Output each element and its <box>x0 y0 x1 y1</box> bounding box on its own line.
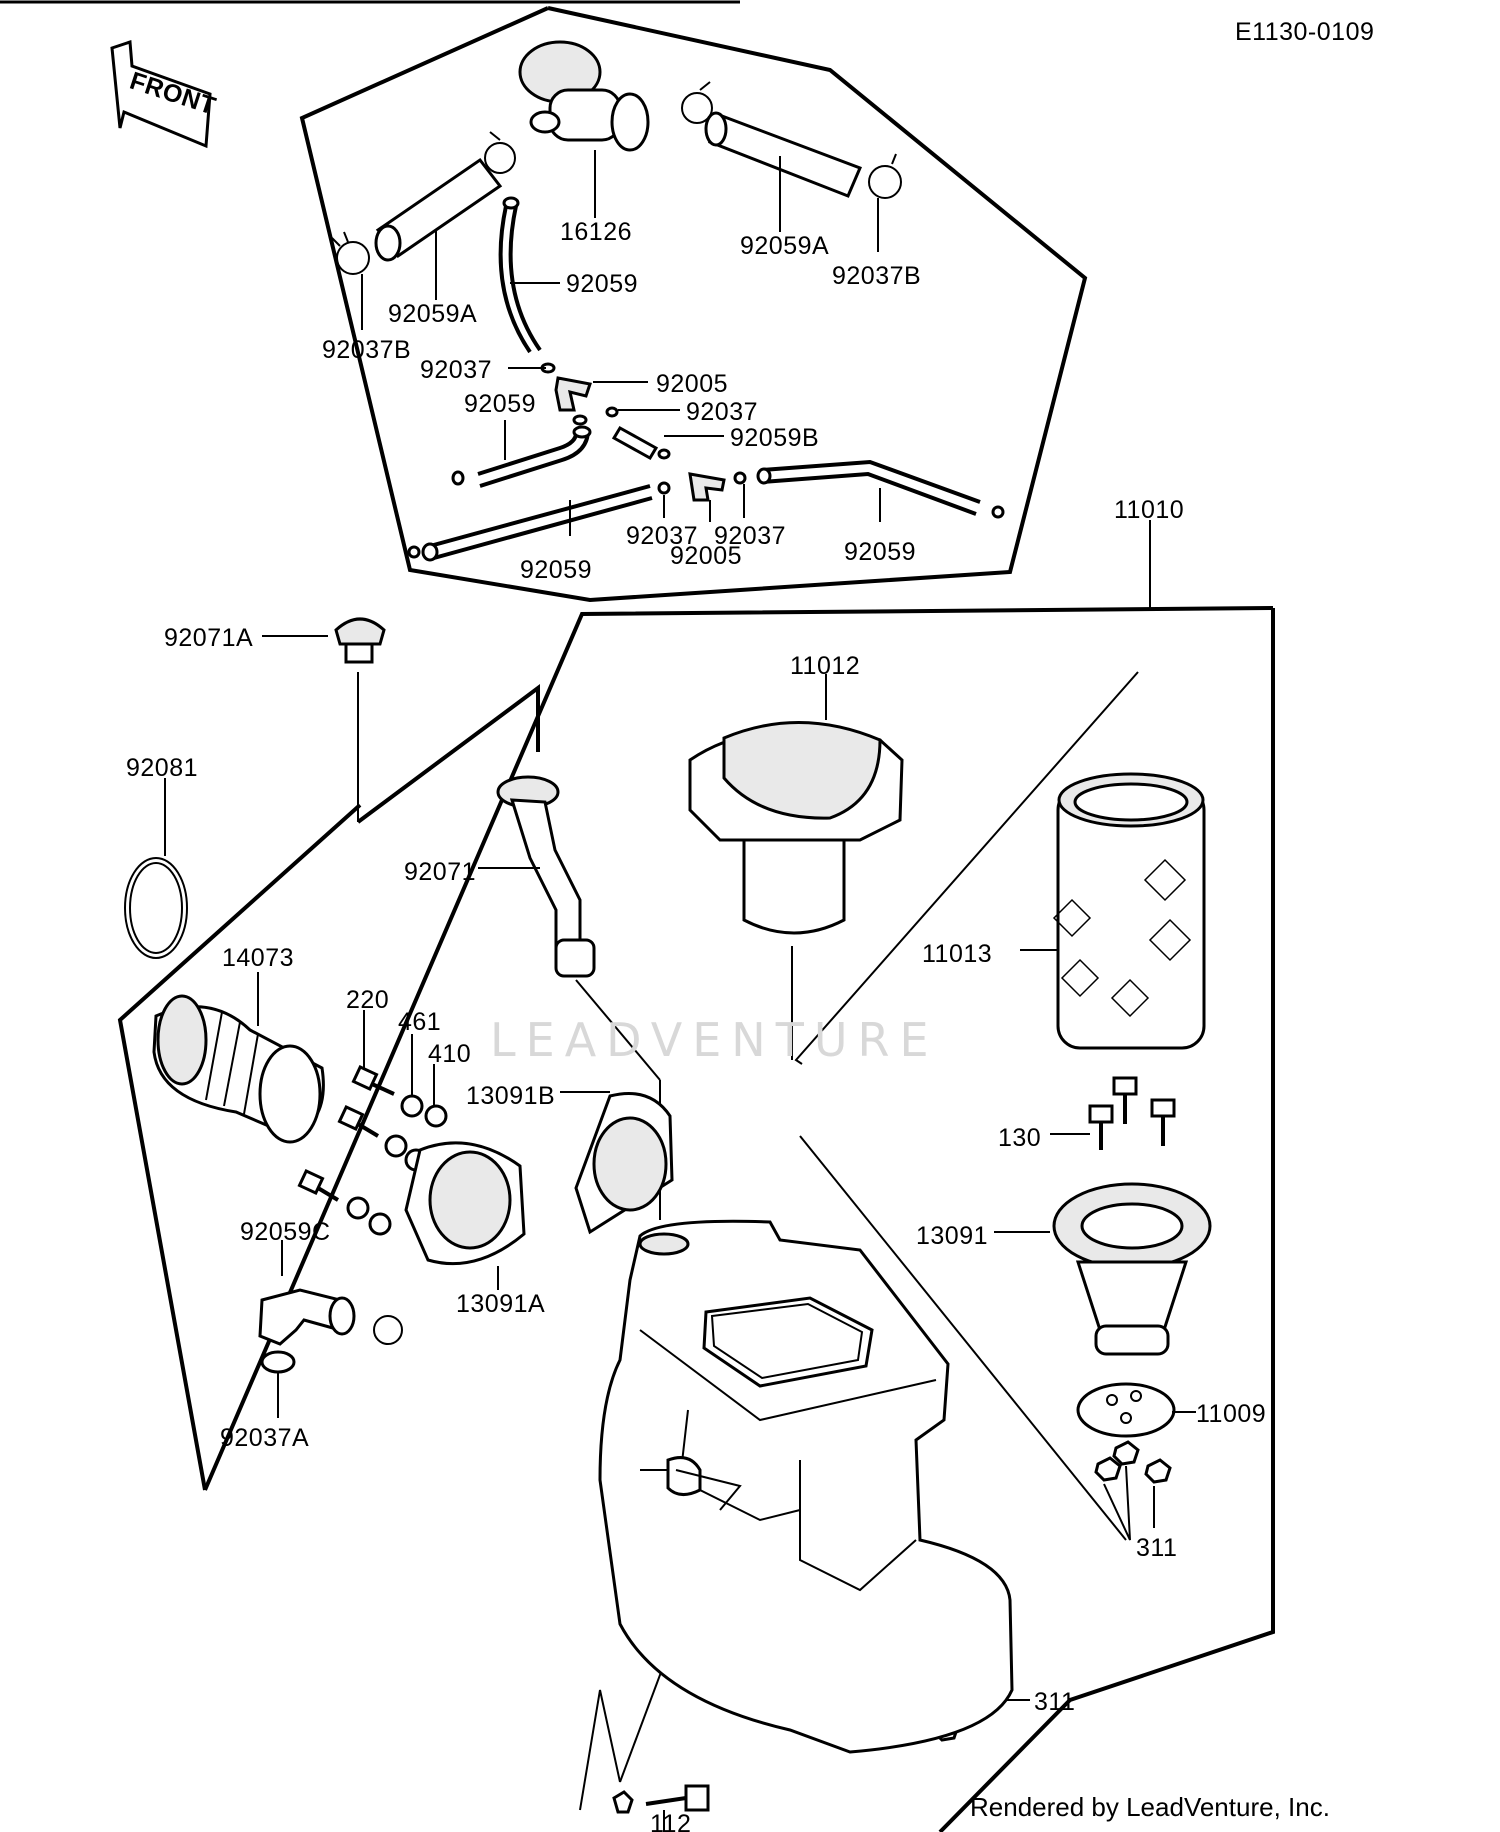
callout-92059b: 92059B <box>730 424 819 452</box>
bolt-112 <box>579 1689 710 1832</box>
callout-92071a: 92071A <box>164 624 253 652</box>
breather-hoses <box>331 81 1005 562</box>
callout-220: 220 <box>346 986 389 1014</box>
filter-11013 <box>794 671 1206 1065</box>
valve-16126 <box>518 40 650 152</box>
callout-11012: 11012 <box>790 652 860 680</box>
callout-92037-c: 92037 <box>626 522 698 550</box>
callout-92037b-left: 92037B <box>322 336 411 364</box>
callout-112: 112 <box>650 1810 691 1832</box>
watermark: LEADVENTURE <box>490 1013 939 1067</box>
callout-14073: 14073 <box>222 944 294 972</box>
callout-130: 130 <box>998 1124 1041 1152</box>
callout-311-a: 311 <box>1136 1534 1177 1562</box>
plate-13091b <box>560 1091 674 1235</box>
callout-92037b-right: 92037B <box>832 262 921 290</box>
callout-461: 461 <box>398 1008 441 1036</box>
callout-92059-mid: 92059 <box>464 390 536 418</box>
elbow-92059c <box>258 1240 403 1418</box>
callout-13091: 13091 <box>916 1222 988 1250</box>
callout-11009: 11009 <box>1196 1400 1266 1428</box>
plate-11009 <box>1076 1382 1196 1438</box>
upper-leader-lines <box>361 150 881 536</box>
callout-311-b: 311 <box>1034 1688 1075 1716</box>
callout-410: 410 <box>428 1040 471 1068</box>
callout-92037a: 92037A <box>220 1424 309 1452</box>
footer-credit: Rendered by LeadVenture, Inc. <box>970 1792 1330 1822</box>
diagram-id: E1130-0109 <box>1235 18 1374 46</box>
callout-92059a-left: 92059A <box>388 300 477 328</box>
callout-92059-top: 92059 <box>566 270 638 298</box>
oring-92081 <box>124 857 188 959</box>
airbox-housing <box>598 1219 1014 1754</box>
callout-92059c: 92059C <box>240 1218 331 1246</box>
callout-92037-d: 92037 <box>714 522 786 550</box>
callout-11010: 11010 <box>1114 496 1184 524</box>
bolts-washers <box>297 1010 448 1236</box>
callout-92059-right: 92059 <box>844 538 916 566</box>
front-arrow-icon: FRONT <box>110 39 219 149</box>
callout-92005-bot: 92005 <box>670 542 742 570</box>
callout-92059-bot: 92059 <box>520 556 592 584</box>
callout-13091b: 13091B <box>466 1082 555 1110</box>
callout-92037-a: 92037 <box>420 356 492 384</box>
airbox-outline-top <box>203 606 1274 1491</box>
callout-11013: 11013 <box>922 940 992 968</box>
screws-130 <box>1050 1076 1176 1150</box>
leader-diagonal-311 <box>799 1135 1127 1541</box>
callout-92037-b: 92037 <box>686 398 758 426</box>
callout-16126: 16126 <box>560 218 632 246</box>
funnel-13091 <box>994 1182 1212 1356</box>
airbox-outline-left <box>117 803 362 1491</box>
callout-13091a: 13091A <box>456 1290 545 1318</box>
plate-13091a <box>404 1141 526 1290</box>
callout-92005-top: 92005 <box>656 370 728 398</box>
breather-group-outline <box>299 6 1088 603</box>
cap-92071a <box>262 617 386 822</box>
callout-92059a-right: 92059A <box>740 232 829 260</box>
callout-92081: 92081 <box>126 754 198 782</box>
airbox-outline-right <box>938 608 1275 1832</box>
pipe-92071 <box>356 684 661 1220</box>
callout-92071: 92071 <box>404 858 476 886</box>
callout-labels: 16126 92059A 92059A 92037B 92037B 92059 … <box>126 218 1266 1832</box>
duct-14073 <box>152 972 325 1144</box>
duct-11012 <box>688 674 904 1060</box>
